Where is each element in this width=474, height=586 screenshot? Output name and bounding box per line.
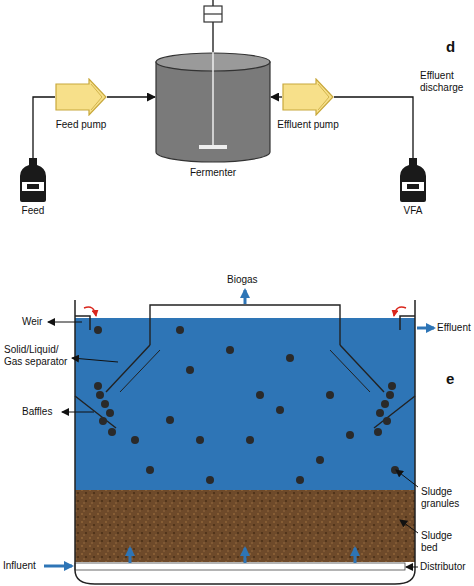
panel-letter: d [446,38,455,55]
node-label: Effluent pump [276,119,340,130]
part-label: Baffles [22,406,52,418]
part-label: Distributor [420,561,466,573]
sludge-granule [381,400,389,408]
bottle-shape [18,158,48,202]
sludge-granule [246,436,254,444]
fermenter-vessel: Fermenter [155,52,271,178]
part-label: Sludge granules [421,486,471,509]
sludge-granule [106,409,114,417]
sludge-granule [326,391,334,399]
sludge-granule [99,417,107,425]
sludge-granule [296,476,304,484]
gas-label: Biogas [227,274,258,286]
sludge-granule [386,391,394,399]
node-label: Feed [18,205,48,216]
sludge-granule [316,456,324,464]
leader-lines [48,322,418,567]
bottle-node: VFA [398,158,428,216]
pump-shape [282,78,334,116]
pump-box: Feed pump [55,78,108,130]
sludge-granule [226,346,234,354]
sludge-granule [206,476,214,484]
stirrer [204,0,222,60]
sludge-granule [176,326,184,334]
sludge-granule [94,382,102,390]
sludge-granule [276,406,284,414]
uasb-reactor [44,290,434,584]
bottle-shape [398,158,428,202]
pump-shape [55,78,107,116]
sludge-granule [374,428,382,436]
pipe-connector [334,97,413,158]
node-label: VFA [398,205,428,216]
sludge-granule [346,431,354,439]
bottle-node: Feed [18,158,48,216]
sludge-granule [131,436,139,444]
sludge-granule [391,466,399,474]
sludge-granule [286,354,294,362]
sludge-granule [376,409,384,417]
flow-label: Influent [3,560,36,572]
cyl-shape [155,52,271,164]
part-label: Sludge bed [421,530,471,553]
node-label: Fermenter [155,167,271,178]
part-label: Solid/Liquid/ Gas separator [4,344,70,367]
sludge-granule [108,428,116,436]
sludge-granule [186,366,194,374]
pipe-connector [107,96,155,97]
outlet-label: Effluent discharge [420,70,472,93]
sludge-granule [383,417,391,425]
sludge-granule [101,400,109,408]
node-label: Feed pump [55,119,108,130]
sludge-granule [146,466,154,474]
sludge-granule [166,416,174,424]
panel-letter: e [446,370,454,387]
flow-label: Effluent [437,322,471,334]
sludge-granule [96,391,104,399]
sludge-granule [94,326,102,334]
sludge-granule [196,436,204,444]
pipe-connector [271,96,282,97]
pipe-connector [33,97,55,158]
pump-box: Effluent pump [276,78,340,130]
sludge-granule [388,382,396,390]
part-label: Weir [22,316,42,328]
sludge-granule [256,391,264,399]
